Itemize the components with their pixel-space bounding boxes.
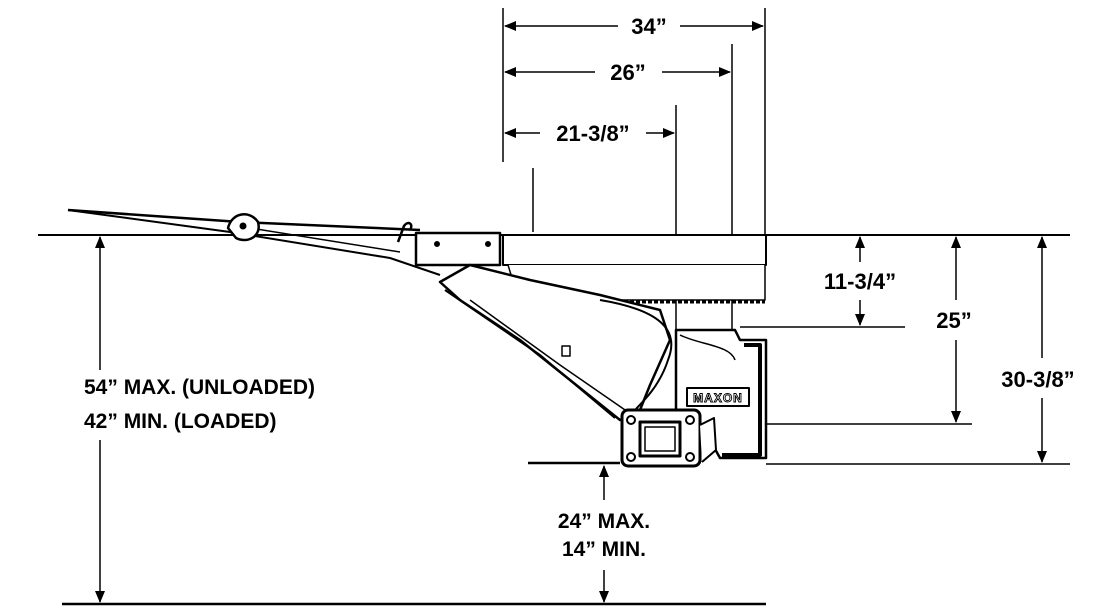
bed-height-min-label: 42” MIN. (LOADED) — [84, 410, 277, 433]
bracket-bolt-2 — [485, 241, 491, 247]
plate-bolt-1 — [626, 415, 636, 425]
sill-bracket — [414, 231, 502, 267]
horizontal-dimensions — [504, 21, 764, 138]
platform-lower-edge — [67, 209, 441, 276]
dim-21-label: 21-3/8” — [556, 121, 629, 146]
housing-inner — [679, 334, 736, 361]
dim-30-label: 30-3/8” — [1001, 367, 1074, 392]
liftgate-assembly — [67, 208, 768, 468]
plate-bolt-4 — [685, 452, 695, 462]
dim-25-label: 25” — [936, 308, 971, 333]
maxon-logo-text: MAXON — [693, 391, 743, 405]
arm-tab — [561, 345, 571, 357]
clearance-min-label: 14” MIN. — [562, 538, 646, 561]
vertical-dimensions — [95, 236, 1047, 603]
truck-sill — [502, 234, 767, 266]
bracket-bolt — [434, 241, 440, 247]
side-bracket — [699, 417, 717, 463]
lift-arm-inner — [444, 289, 616, 419]
platform-hook — [396, 221, 413, 243]
dim-11-label: 11-3/4” — [824, 269, 896, 294]
clearance-max-label: 24” MAX. — [558, 510, 650, 533]
plate-bolt-2 — [685, 415, 695, 425]
bed-height-max-label: 54” MAX. (UNLOADED) — [84, 376, 315, 399]
dim-34-label: 34” — [631, 14, 666, 39]
cross-tube-inner — [644, 426, 676, 452]
lift-arm-inner-2 — [469, 299, 629, 413]
dim-26-label: 26” — [610, 60, 645, 85]
housing-shading — [722, 343, 762, 457]
platform-hinge-pin — [239, 222, 247, 230]
maxon-logo-plate — [686, 387, 750, 407]
platform-inner-edge — [249, 227, 401, 253]
arm-fairing — [599, 299, 673, 416]
plate-bolt-3 — [626, 452, 636, 462]
